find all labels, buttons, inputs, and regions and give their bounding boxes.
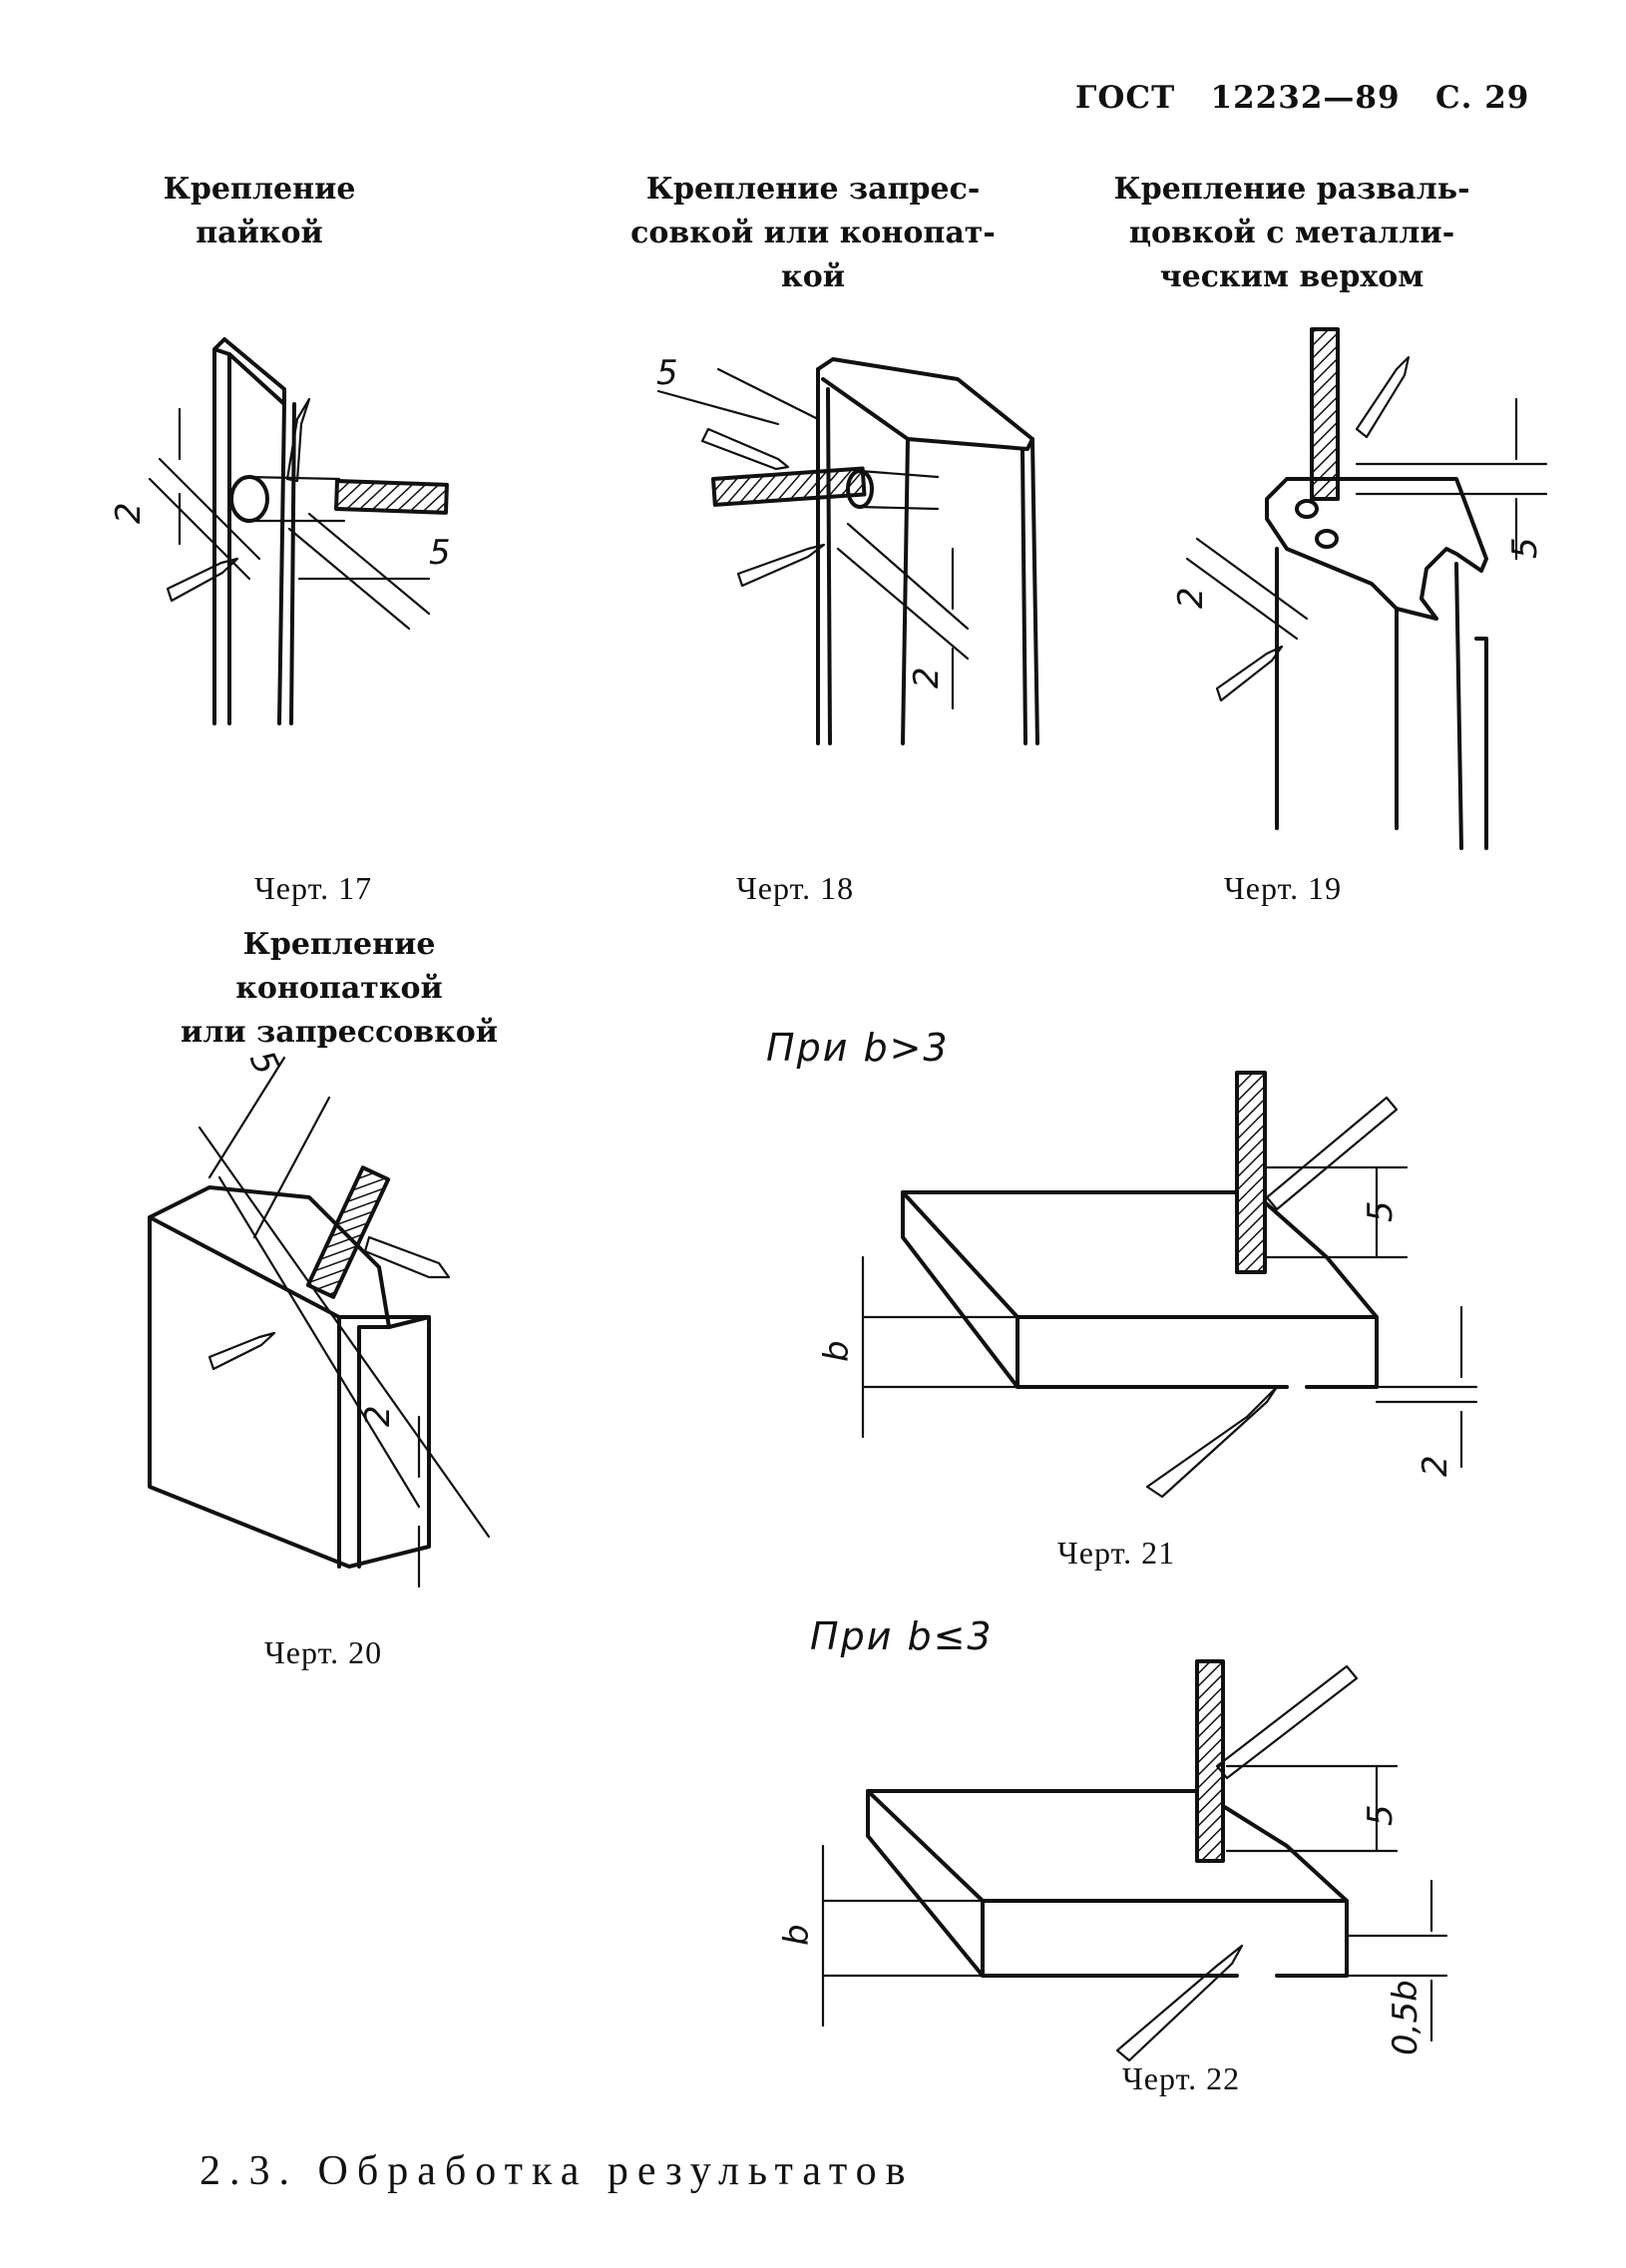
lead-wire [334, 479, 449, 515]
dim-2-fig21: 2 [1416, 1455, 1455, 1477]
lead-wire [1235, 1071, 1267, 1274]
figure-21-drawing: 5 b 2 [817, 1071, 1478, 1499]
dim-2-fig18: 2 [907, 667, 947, 688]
dim-5-fig18: 5 [656, 353, 678, 393]
tool-upper [1355, 355, 1411, 439]
figure-label-19: Черт. 19 [1224, 870, 1343, 906]
figure-label-20: Черт. 20 [264, 1634, 383, 1670]
figure-label-18: Черт. 18 [736, 870, 855, 906]
dim-b-fig21: b [817, 1340, 857, 1362]
wire-end [229, 475, 269, 523]
tool-upper [1265, 1096, 1399, 1211]
standard-number: 12232—89 [1210, 80, 1401, 116]
tool-left [207, 1331, 276, 1371]
figure-label-21: Черт. 21 [1057, 1535, 1176, 1571]
dim-b-fig22: b [777, 1924, 817, 1946]
plate-front [901, 1190, 1379, 1389]
wire-body [858, 469, 940, 511]
caption-press: Крепление запрес- совкой или конопат- ко… [630, 172, 996, 294]
dim-2-fig19: 2 [1171, 587, 1211, 609]
figure-20-drawing: 5 2 [148, 1045, 491, 1588]
block-outline [148, 1185, 431, 1569]
figure-label-17: Черт. 17 [254, 870, 373, 906]
bar-body [1275, 547, 1488, 850]
dim-half-b-fig22: 0,5b [1386, 1980, 1425, 2055]
rivet-1 [1295, 499, 1319, 519]
tool-lower [736, 543, 826, 588]
tool-upper [1215, 1664, 1359, 1780]
caption-flare: Крепление разваль- цовкой с металли- чес… [1113, 172, 1470, 294]
figure-17-drawing: 2 5 [109, 337, 451, 725]
tool-lower [1215, 645, 1284, 702]
plate-front [866, 1789, 1349, 1978]
tool-upper [700, 427, 790, 471]
tool-lower [1145, 1385, 1279, 1499]
clamp [1265, 477, 1488, 621]
dim-5-fig22: 5 [1361, 1804, 1401, 1826]
bar-outline [212, 337, 286, 725]
lead-wire [1195, 1659, 1225, 1863]
block-edges [148, 1215, 431, 1569]
dim-2-fig20: 2 [358, 1405, 398, 1427]
bar-front-face [227, 352, 296, 725]
tool-right [363, 1235, 451, 1279]
dim-5-fig21: 5 [1361, 1200, 1401, 1222]
dim-5-fig19: 5 [1505, 537, 1545, 559]
lead-wire [711, 466, 867, 507]
section-heading: 2.3. Обработка результатов [200, 2148, 915, 2194]
solder-iron-top [285, 397, 311, 483]
figure-18-drawing: 5 2 [656, 353, 1039, 745]
condition-b-le-3: При b≤3 [810, 1614, 994, 1658]
rivet-2 [1315, 529, 1339, 549]
figure-19-drawing: 5 2 [1171, 327, 1548, 850]
plate-top [866, 1789, 1349, 1903]
bar-faces [826, 387, 1039, 745]
dim-5-fig17: 5 [429, 533, 451, 573]
lead-wire [305, 1165, 391, 1299]
figure-22-drawing: 5 b 0,5b [777, 1659, 1448, 2062]
dim-2-fig17: 2 [109, 502, 149, 524]
lead-wire [1310, 327, 1340, 501]
solder-iron-left [166, 557, 239, 603]
plate-top [901, 1190, 1379, 1319]
page-number: С. 29 [1434, 80, 1530, 116]
dim-5-fig20: 5 [241, 1045, 286, 1082]
standard-code: ГОСТ [1075, 80, 1176, 116]
caption-caulk: Крепление конопаткой или запрессовкой [180, 927, 499, 1050]
figure-label-22: Черт. 22 [1122, 2060, 1241, 2096]
wire-body [247, 475, 346, 523]
condition-b-gt-3: При b>3 [766, 1026, 950, 1070]
tool-lower [1115, 1944, 1244, 2062]
caption-solder: Крепление пайкой [163, 172, 356, 250]
